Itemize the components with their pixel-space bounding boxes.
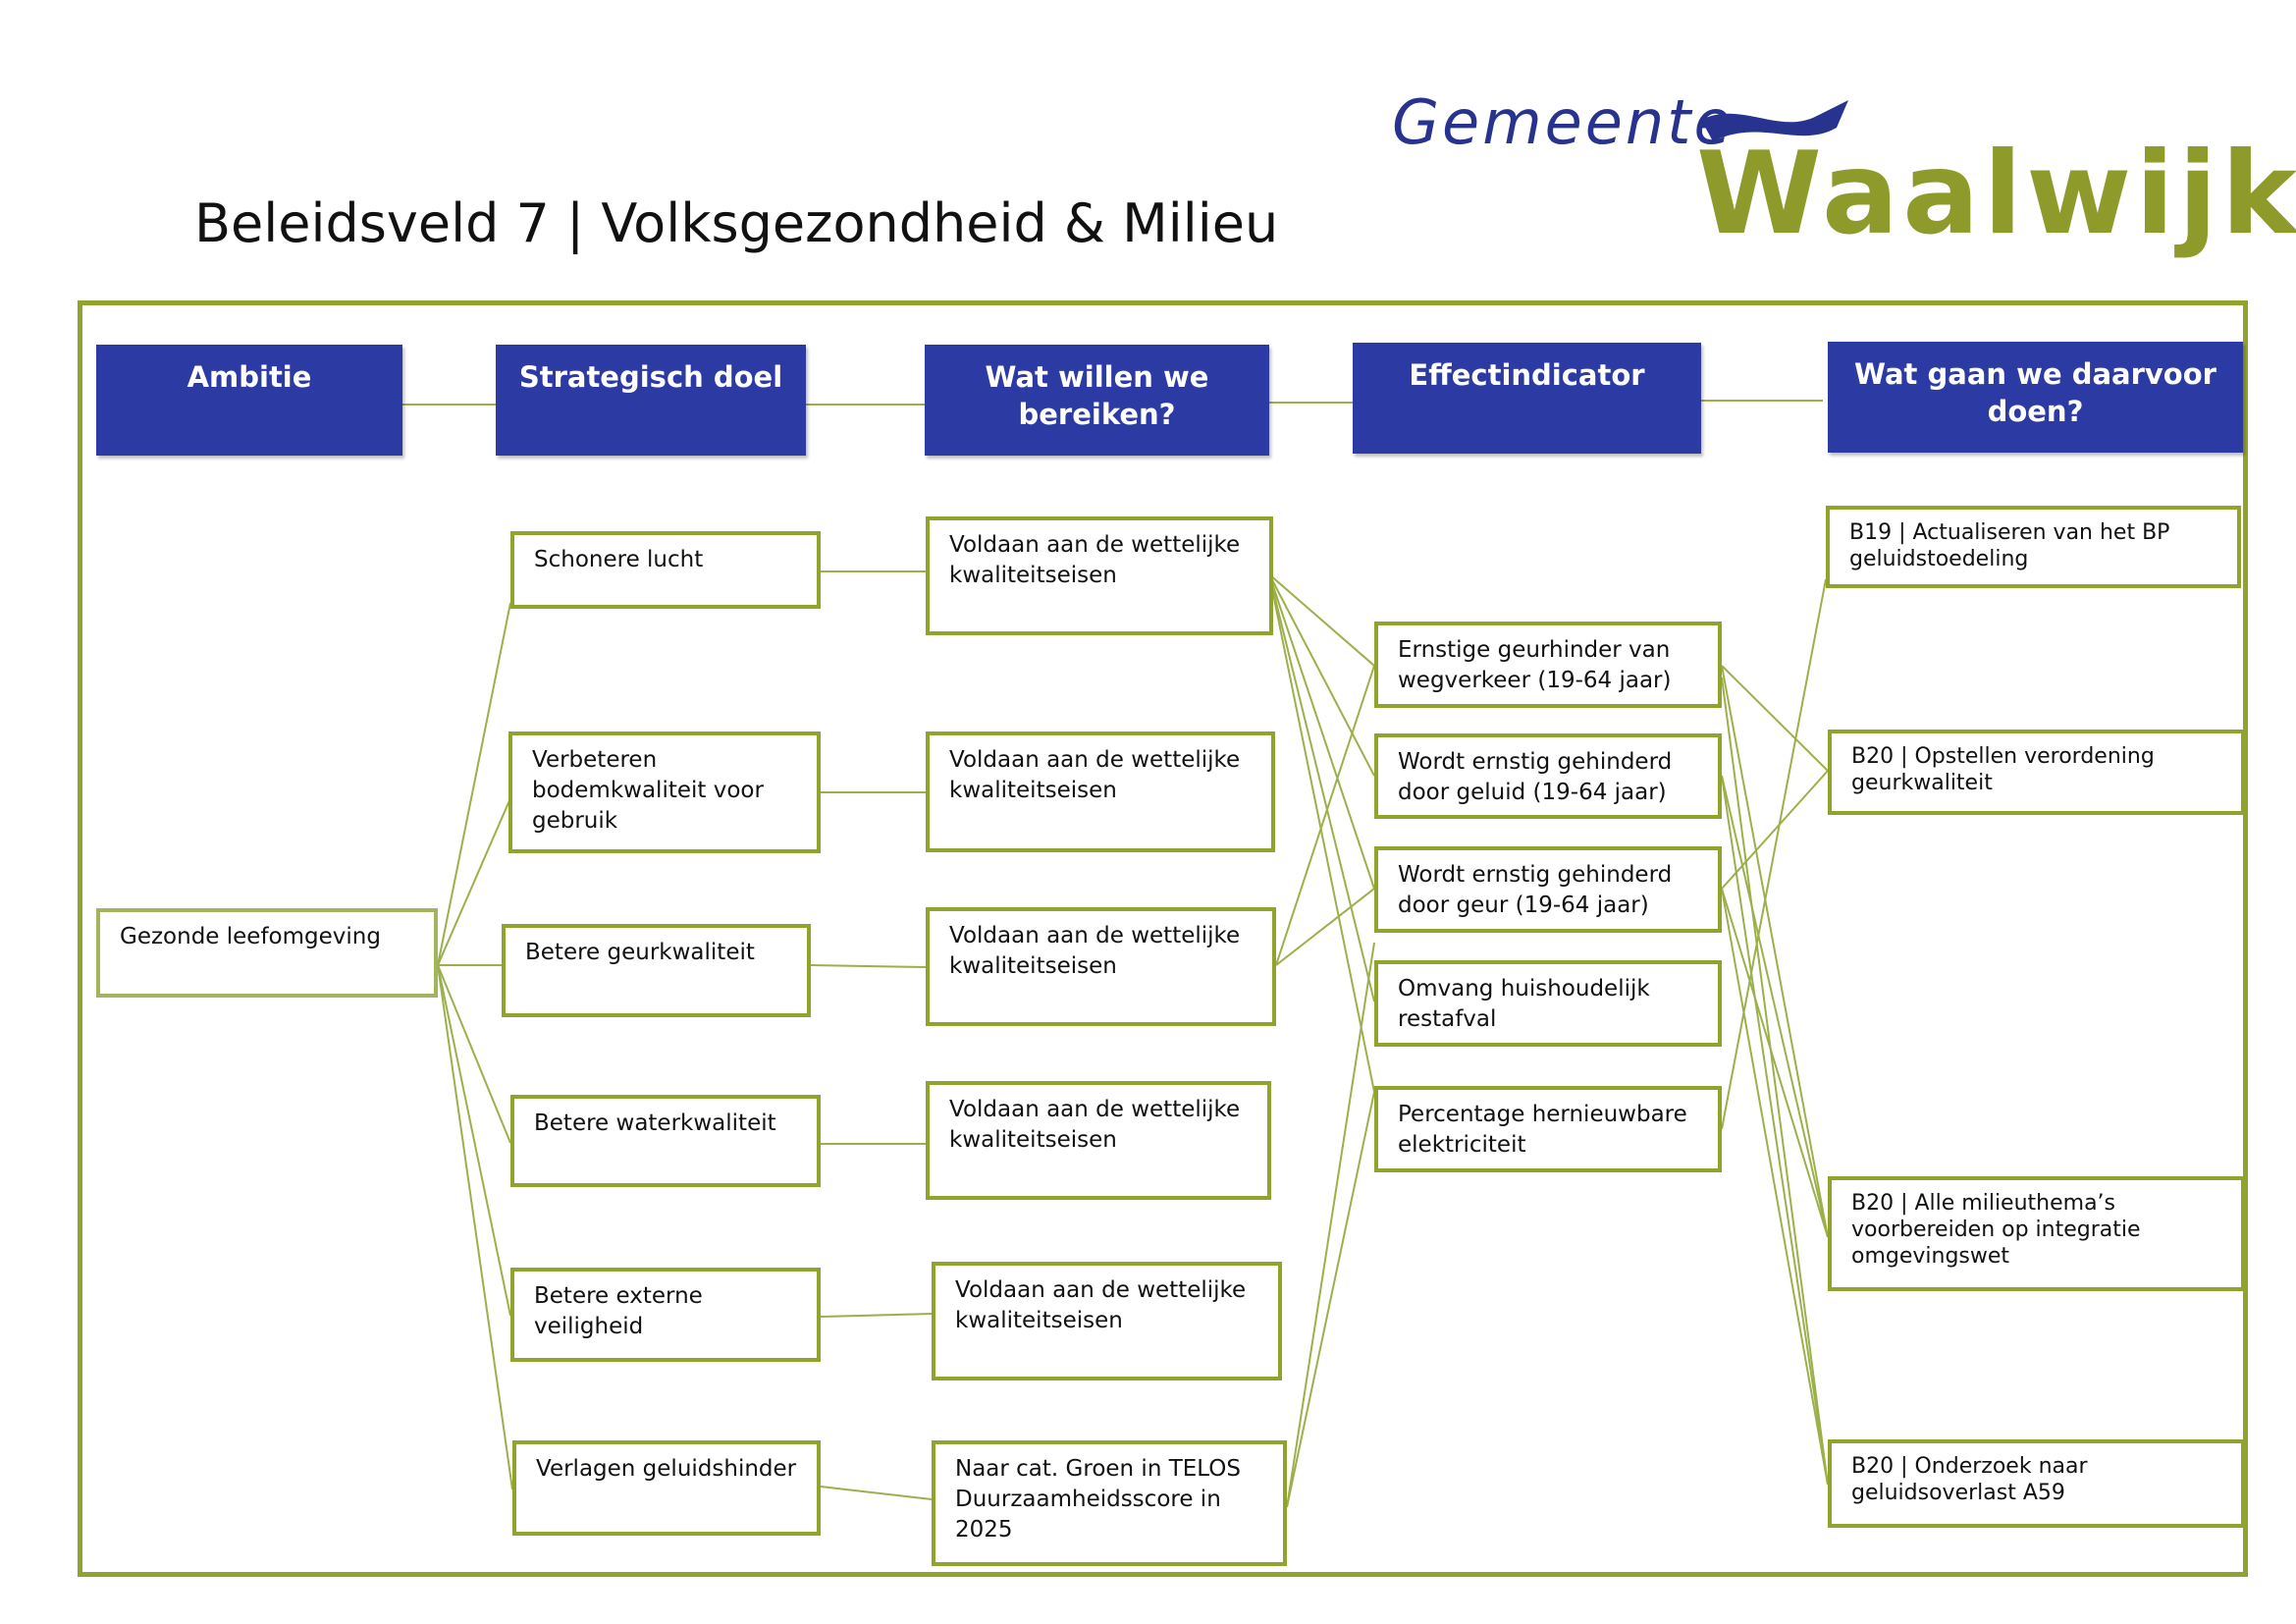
actie-node-b20-verordening: B20 | Opstellen verordening geurkwalitei… [1828,730,2245,815]
bereiken-indicator-link [1275,665,1375,966]
logo-word-gemeente: Gemeente [1392,86,1735,158]
gemeente-waalwijk-logo: Gemeente Waalwijk [1392,81,2296,267]
indicator-node-geluid: Wordt ernstig gehinderd door geluid (19-… [1374,733,1722,819]
doel-node-bodemkwaliteit: Verbeteren bodemkwaliteit voor gebruik [508,731,821,853]
indicator-actie-link [1721,888,1829,1486]
logo-word-waalwijk: Waalwijk [1696,128,2296,260]
indicator-node-geurhinder: Ernstige geurhinder van wegverkeer (19-6… [1374,622,1722,708]
ambitie-doel-link [437,964,511,1144]
header-ambitie: Ambitie [96,345,402,456]
header-strategisch-doel: Strategisch doel [496,345,806,456]
bereiken-node: Voldaan aan de wettelijke kwaliteitseise… [926,516,1273,635]
indicator-actie-link [1721,770,1829,890]
bereiken-indicator-link [1275,888,1375,966]
doel-node-externe-veiligheid: Betere externe veiligheid [510,1268,821,1362]
ambitie-doel-link [437,602,511,966]
bereiken-indicator-link [1286,942,1375,1508]
indicator-node-restafval: Omvang huishoudelijk restafval [1374,960,1722,1047]
logo-wave-icon [1701,100,1848,141]
actie-node-b19: B19 | Actualiseren van het BP geluidstoe… [1826,506,2241,588]
doel-bereiken-link [820,1313,933,1318]
indicator-actie-link [1721,665,1829,1238]
indicator-actie-link [1721,775,1829,1486]
bereiken-indicator-link [1268,573,1375,777]
header-wat-gaan-we-daarvoor-doen: Wat gaan we daarvoor doen? [1828,342,2243,453]
page-title: Beleidsveld 7 | Volksgezondheid & Milieu [194,192,1279,254]
indicator-actie-link [1721,665,1829,772]
bereiken-indicator-link [1268,573,1375,1093]
bereiken-node: Voldaan aan de wettelijke kwaliteitseise… [926,731,1275,852]
actie-node-b20-omgevingswet: B20 | Alle milieuthema’s voorbereiden op… [1828,1176,2245,1291]
ambitie-doel-link [437,964,511,1317]
indicator-actie-link [1721,775,1829,1238]
indicator-actie-link [1721,578,1827,1130]
indicator-node-geur: Wordt ernstig gehinderd door geur (19-64… [1374,846,1722,933]
bereiken-indicator-link [1268,573,1375,1002]
doel-node-waterkwaliteit: Betere waterkwaliteit [510,1095,821,1187]
doel-node-geurkwaliteit: Betere geurkwaliteit [502,924,811,1017]
bereiken-node: Voldaan aan de wettelijke kwaliteitseise… [926,1081,1271,1200]
diagram-frame [78,300,2248,1577]
bereiken-node-telos: Naar cat. Groen in TELOS Duurzaamheidssc… [932,1440,1287,1566]
doel-node-geluidshinder: Verlagen geluidshinder [512,1440,821,1536]
bereiken-node: Voldaan aan de wettelijke kwaliteitseise… [926,907,1276,1026]
ambitie-doel-link [437,797,511,966]
bereiken-indicator-link [1268,573,1375,667]
ambitie-doel-link [437,964,513,1490]
bereiken-indicator-link [1286,1091,1375,1508]
doel-bereiken-link [820,1486,933,1500]
ambitie-node: Gezonde leefomgeving [96,908,438,998]
doel-bereiken-link [810,964,927,968]
indicator-actie-link [1721,888,1829,1238]
header-wat-willen-we-bereiken: Wat willen we bereiken? [925,345,1269,456]
indicator-actie-link [1721,677,1829,1486]
indicator-node-elektriciteit: Percentage hernieuwbare elektriciteit [1374,1086,1722,1172]
header-effectindicator: Effectindicator [1353,343,1701,454]
actie-node-b20-a59: B20 | Onderzoek naar geluidsoverlast A59 [1828,1439,2245,1528]
bereiken-node: Voldaan aan de wettelijke kwaliteitseise… [932,1262,1282,1380]
doel-node-schonere-lucht: Schonere lucht [510,531,821,609]
bereiken-indicator-link [1268,573,1375,890]
